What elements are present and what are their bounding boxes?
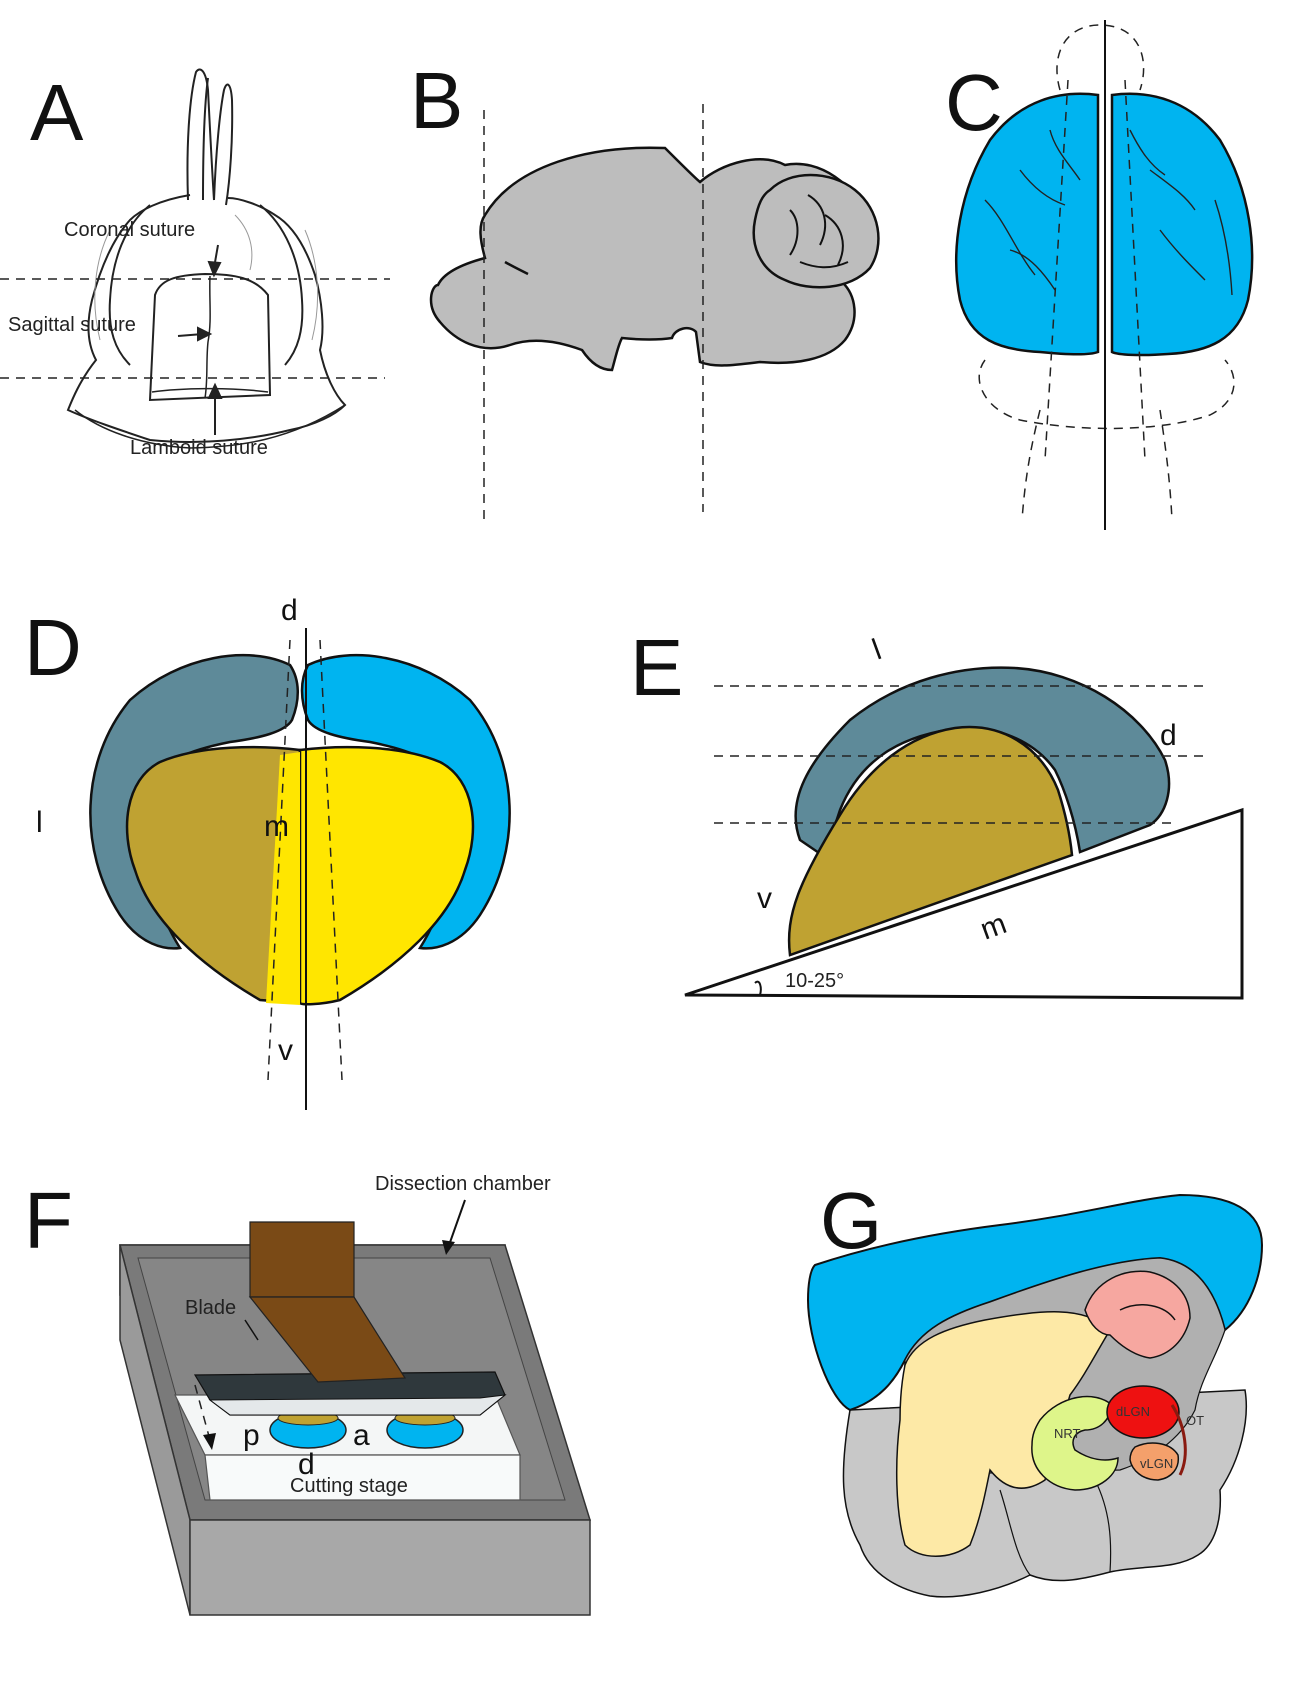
blade-motion-arrowhead [203, 1433, 216, 1450]
e-label-angle: 10-25° [785, 970, 844, 992]
thalamus-dark-e [787, 725, 1074, 957]
optic-tract [1170, 1404, 1187, 1476]
d-label-m: m [264, 810, 289, 843]
g-label-nrt: NRT [1054, 1426, 1081, 1441]
thalamus-dark [125, 745, 302, 1005]
vlgn-orange [1129, 1442, 1180, 1481]
suture-arrows [177, 244, 223, 435]
e-label-v: v [757, 882, 772, 915]
brainstem-left [1021, 409, 1041, 521]
f-label-a: a [353, 1419, 370, 1452]
slice-lobe-line-1 [999, 1489, 1031, 1576]
chamber-front-wall [189, 1519, 591, 1616]
d-label-d: d [281, 594, 298, 627]
slice-lobe-line-2 [1094, 1479, 1112, 1573]
f-label-blade: Blade [185, 1297, 236, 1319]
f-label-chamber: Dissection chamber [375, 1173, 551, 1195]
cortex-arch-grey [794, 666, 1171, 857]
e-label-d: d [1160, 719, 1177, 752]
g-label-vlgn: vLGN [1140, 1456, 1173, 1471]
sulcus [504, 260, 529, 276]
thalamus-cream-g [895, 1311, 1111, 1557]
cutting-ramp [684, 807, 1244, 1000]
blade-holder-arm [248, 1296, 407, 1383]
hippocampus-fold [1119, 1304, 1176, 1321]
e-label-l: l [868, 633, 886, 666]
blade-edge [208, 1394, 507, 1416]
g-label-ot: OT [1186, 1413, 1204, 1428]
panel-a: A Coronal sutu [0, 68, 390, 459]
cutting-stage-front [204, 1454, 521, 1501]
panel-d: D d l m v [24, 594, 511, 1110]
cortical-vessels [984, 129, 1233, 296]
lamboid-suture-label: Lamboid suture [130, 437, 268, 459]
d-label-l: l [36, 806, 43, 839]
panel-d-letter: D [24, 603, 82, 692]
panel-e: E l d v m 10-25° [630, 623, 1244, 1000]
right-hemisphere [1110, 92, 1254, 357]
dlgn-red [1106, 1385, 1180, 1439]
blade-pointer [244, 1319, 259, 1341]
coronal-suture-label: Coronal suture [64, 219, 195, 241]
panel-c-letter: C [945, 58, 1003, 147]
f-label-p: p [243, 1419, 260, 1452]
tissue-left [269, 1410, 347, 1449]
blade-holder-top [249, 1221, 355, 1298]
tissue-right [386, 1410, 464, 1449]
thalamus-yellow-wedge [266, 752, 300, 1005]
g-label-dlgn: dLGN [1116, 1404, 1150, 1419]
panel-a-letter: A [30, 68, 84, 157]
olfactory-outline [1056, 24, 1145, 91]
skull-sketch [94, 214, 319, 341]
panel-e-letter: E [630, 623, 683, 712]
panel-f-letter: F [24, 1176, 73, 1265]
chamber-arrow [447, 1199, 466, 1249]
cerebellum-folia [789, 194, 849, 269]
panel-f: F Dissection chamber Blade [24, 1173, 592, 1616]
panel-c: C [945, 20, 1254, 530]
sagittal-suture-label: Sagittal suture [8, 314, 136, 336]
panel-b: B [410, 56, 880, 520]
panel-b-letter: B [410, 56, 463, 145]
panel-g: G dLGN NRT OT vLGN [806, 1176, 1264, 1598]
chamber-arrowhead [442, 1240, 455, 1255]
f-label-stage: Cutting stage [290, 1475, 408, 1497]
hippocampus-pink [1084, 1270, 1191, 1359]
cerebellum-sagittal [752, 173, 880, 289]
f-label-d: d [298, 1448, 315, 1481]
cerebellum-outline [978, 359, 1235, 430]
skull-drawing [66, 68, 347, 449]
brainstem-right [1159, 409, 1173, 521]
angle-arc [754, 980, 762, 996]
thalamus-yellow [298, 745, 475, 1006]
d-label-v: v [278, 1034, 293, 1067]
